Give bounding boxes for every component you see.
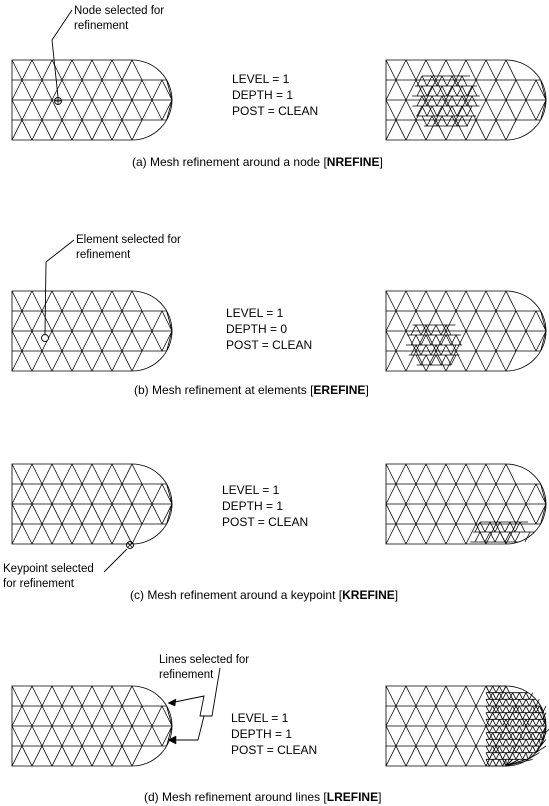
lines-callout-line-2: refinement [159, 669, 214, 681]
original-mesh-c [11, 463, 173, 545]
original-mesh-b [11, 290, 173, 372]
node-callout-line-2: refinement [74, 20, 129, 32]
node-callout-leader [51, 9, 73, 98]
element-callout-line-2: refinement [76, 249, 131, 261]
param-depth-d: DEPTH = 1 [231, 727, 292, 741]
refined-mesh-c [385, 463, 547, 545]
caption-b: (b) Mesh refinement at elements [EREFINE… [134, 383, 369, 397]
panel-a: Node selected for refinement LEVEL = 1 D… [11, 5, 547, 169]
param-depth-b: DEPTH = 0 [226, 322, 287, 336]
param-depth-a: DEPTH = 1 [232, 88, 293, 102]
refined-mesh-a [385, 59, 547, 141]
original-mesh-d [11, 685, 173, 767]
lines-arrowhead-lower [167, 735, 177, 745]
keypoint-callout-line-1: Keypoint selected [3, 563, 94, 575]
param-post-b: POST = CLEAN [226, 338, 312, 352]
param-depth-c: DEPTH = 1 [222, 499, 283, 513]
param-level-d: LEVEL = 1 [231, 711, 289, 725]
panel-b: Element selected for refinement LEVEL = … [11, 234, 547, 397]
param-post-a: POST = CLEAN [232, 104, 318, 118]
panel-d: Lines selected for refinement LEVEL = 1 … [11, 654, 549, 804]
lines-arrowhead-upper [167, 698, 177, 707]
element-callout-leader [44, 239, 75, 335]
param-level-b: LEVEL = 1 [226, 306, 284, 320]
panel-c: Keypoint selected for refinement LEVEL =… [3, 463, 547, 602]
selected-element-marker [41, 334, 49, 342]
element-callout-line-1: Element selected for [76, 234, 181, 246]
keypoint-callout-leader [103, 548, 128, 573]
param-level-a: LEVEL = 1 [232, 72, 290, 86]
caption-a: (a) Mesh refinement around a node [NREFI… [132, 155, 383, 169]
caption-d: (d) Mesh refinement around lines [LREFIN… [144, 790, 381, 804]
node-callout-line-1: Node selected for [74, 5, 164, 17]
param-level-c: LEVEL = 1 [222, 483, 280, 497]
refined-mesh-d [385, 685, 549, 767]
refined-mesh-b [385, 290, 547, 372]
caption-c: (c) Mesh refinement around a keypoint [K… [130, 588, 398, 602]
keypoint-cross-2 [127, 542, 133, 548]
lines-callout-leader [169, 667, 221, 741]
lines-callout-line-1: Lines selected for [159, 654, 249, 666]
selected-keypoint-marker [126, 541, 134, 549]
param-post-c: POST = CLEAN [222, 515, 308, 529]
keypoint-callout-line-2: for refinement [3, 578, 75, 590]
param-post-d: POST = CLEAN [231, 743, 317, 757]
original-mesh-a [11, 59, 173, 141]
